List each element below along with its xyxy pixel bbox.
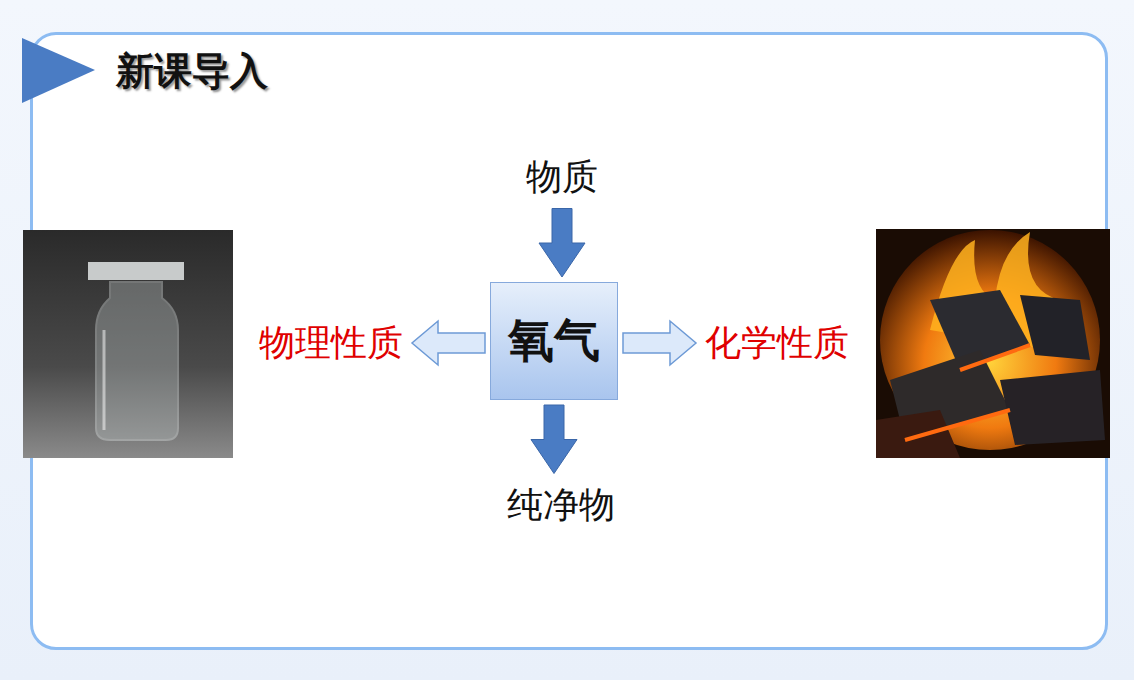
node-text: 物理性质 xyxy=(259,319,403,368)
top-label: 物质 xyxy=(522,151,602,204)
block-arrow xyxy=(623,321,696,365)
block-arrow xyxy=(412,321,485,365)
burning-charcoal-photo xyxy=(876,229,1110,458)
right-label: 化学性质 xyxy=(701,317,853,370)
node-text: 纯净物 xyxy=(507,481,615,530)
block-arrow xyxy=(539,209,585,278)
node-text: 化学性质 xyxy=(705,319,849,368)
title-triangle xyxy=(22,38,95,103)
node-text: 氧气 xyxy=(508,310,600,372)
gas-jar-photo xyxy=(23,230,233,458)
bottom-label: 纯净物 xyxy=(503,479,619,532)
slide-title: 新课导入 xyxy=(116,46,268,97)
block-arrow xyxy=(531,405,577,474)
left-label: 物理性质 xyxy=(255,317,407,370)
node-text: 物质 xyxy=(526,153,598,202)
center-box: 氧气 xyxy=(490,282,618,400)
